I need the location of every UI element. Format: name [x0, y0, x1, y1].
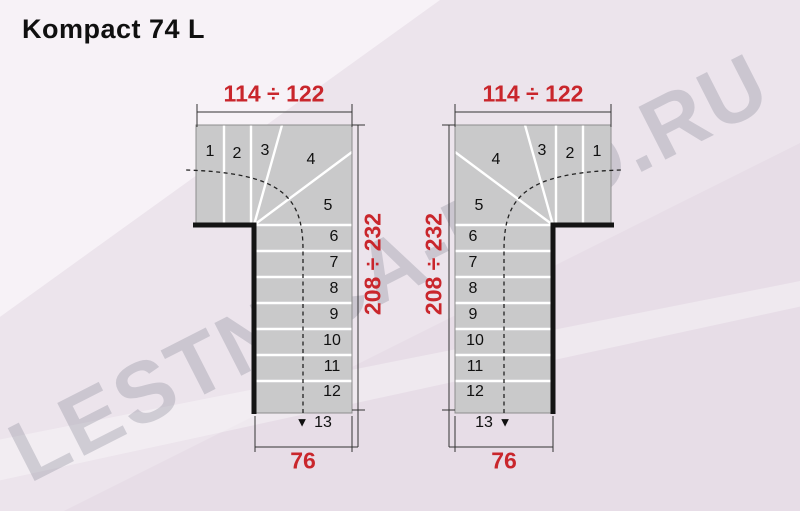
step-number: 4 — [306, 151, 316, 168]
step-number: 1 — [592, 143, 602, 160]
right-dimension-lines — [442, 104, 612, 452]
dimension-side-height-left: 208 ÷ 232 — [359, 212, 386, 316]
step-number: 4 — [491, 151, 501, 168]
left-dimension-lines — [196, 104, 365, 452]
step-number: 12 — [323, 383, 341, 400]
step-number: 5 — [474, 197, 484, 214]
dimension-bottom-width-left: 76 — [290, 447, 316, 474]
right-wall-line — [550, 222, 614, 414]
step-number: 8 — [468, 280, 478, 297]
step-number: 13 — [475, 414, 493, 431]
left-stair-plan — [185, 104, 365, 452]
page-title: Kompact 74 L — [22, 14, 206, 44]
step-number: 3 — [537, 142, 547, 159]
right-winder-area — [455, 125, 611, 225]
step-number: 5 — [323, 197, 333, 214]
dimension-top-width-left: 114 ÷ 122 — [223, 80, 325, 107]
dimension-side-height-right: 208 ÷ 232 — [420, 212, 447, 316]
step-number: 11 — [323, 358, 341, 375]
step-number: 6 — [468, 228, 478, 245]
left-walk-line — [185, 169, 304, 413]
down-arrow-icon: ▼ — [295, 414, 309, 430]
step-number: 11 — [466, 358, 484, 375]
step-number: 6 — [329, 228, 339, 245]
left-wall-line — [193, 222, 257, 414]
right-walk-line — [503, 169, 622, 413]
step-number: 9 — [329, 306, 339, 323]
step-number: 9 — [468, 306, 478, 323]
dimension-top-width-right: 114 ÷ 122 — [482, 80, 584, 107]
down-arrow-icon: ▼ — [498, 414, 512, 430]
step-number: 2 — [565, 145, 575, 162]
step-number: 12 — [466, 383, 484, 400]
step-number: 1 — [205, 143, 215, 160]
step-number: 8 — [329, 280, 339, 297]
step-number: 7 — [468, 254, 478, 271]
step-number: 3 — [260, 142, 270, 159]
right-stair-plan — [442, 104, 622, 452]
dimension-bottom-width-right: 76 — [491, 447, 517, 474]
step-number: 7 — [329, 254, 339, 271]
step-number: 13 — [314, 414, 332, 431]
step-number: 2 — [232, 145, 242, 162]
step-number: 10 — [466, 332, 484, 349]
step-number: 10 — [323, 332, 341, 349]
left-winder-area — [196, 125, 352, 225]
